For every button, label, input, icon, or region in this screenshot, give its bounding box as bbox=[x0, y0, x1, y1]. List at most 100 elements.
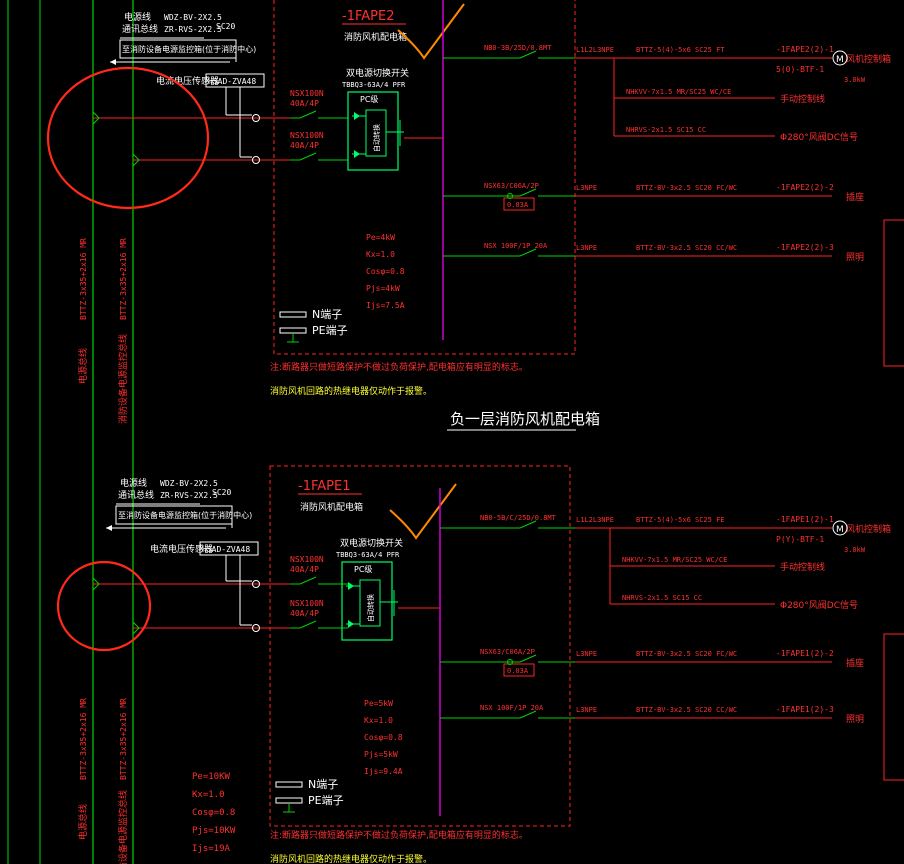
n-terminal-label: N端子 bbox=[308, 778, 338, 791]
orange-check-mark bbox=[397, 3, 465, 60]
note-red: 注:断路器只做短路保护不做过负荷保护,配电箱应有明显的标志。 bbox=[270, 361, 528, 373]
circuit-breaker-label: NSX63/C06A/2P bbox=[480, 648, 535, 656]
circuit-breaker-label: NB0-5B/C/25D/0.8MT bbox=[480, 514, 557, 522]
ats-inner-box bbox=[365, 109, 387, 157]
dual-switch-model: TBBQ3-63A/4 PFR bbox=[336, 551, 400, 559]
param-pjs: Pjs=5kW bbox=[364, 750, 398, 759]
ct-sensor-b bbox=[252, 624, 260, 632]
circuit-sub-id: P(Y)-BTF-1 bbox=[776, 535, 824, 544]
outgoing-circuit-1: NB0-3B/25D/0.8MT L1L2L3NPE BTTZ-5(4)-5x6 S… bbox=[443, 44, 891, 84]
note-red: 注:断路器只做短路保护不做过负荷保护,配电箱应有明显的标志。 bbox=[270, 829, 528, 841]
circuit-cable-label: BTTZ-5(4)-5x6 SC25 FT bbox=[636, 46, 725, 54]
circuit-breaker-blade bbox=[519, 188, 537, 197]
left-param-cos: Cosφ=0.8 bbox=[192, 808, 235, 818]
circuit-phase: L3NPE bbox=[576, 650, 597, 658]
dual-switch-label: 双电源切换开关 bbox=[340, 537, 403, 549]
left-param-pe: Pe=10KW bbox=[192, 772, 231, 782]
trunk-vertical-left: 电源总线 bbox=[77, 804, 89, 840]
circuit-power: 3.0kW bbox=[844, 76, 866, 84]
section-title: 负一层消防风机配电箱 bbox=[450, 410, 600, 428]
dual-switch-model: TBBQ3-63A/4 PFR bbox=[342, 81, 406, 89]
circuit-id: -1FAPE2(2)-2 bbox=[776, 183, 834, 192]
comm-cable-label: ZR-RVS-2X2.5 bbox=[160, 491, 218, 500]
control-dest-label: 手动控制线 bbox=[780, 93, 825, 105]
trunk-cable-right: BTTZ-3x35+2x16 MR bbox=[119, 698, 128, 780]
panel-dashed-enclosure bbox=[269, 465, 571, 827]
circuit-breaker-label: NB0-3B/25D/0.8MT bbox=[484, 44, 552, 52]
circuit-id: -1FAPE1(2)-2 bbox=[776, 649, 834, 658]
trunk-cable-right: BTTZ-3x35+2x16 MR bbox=[119, 238, 128, 320]
control-cable-label: NHRVS-2x1.5 SC15 CC bbox=[626, 126, 706, 134]
circuit-id: -1FAPE2(2)-1 bbox=[776, 45, 834, 54]
ct-sensor-b bbox=[252, 156, 260, 164]
tap-symbol-a bbox=[92, 577, 100, 591]
circuit-cable-label: BTTZ-5(4)-5x6 SC25 FE bbox=[636, 516, 725, 524]
control-cable-label: NHRVS-2x1.5 SC15 CC bbox=[622, 594, 702, 602]
breaker-a-label: NSX100N bbox=[290, 555, 324, 564]
sc-label: SC20 bbox=[216, 22, 235, 31]
trunk-vertical-right: 消防设备电源监控总线 bbox=[117, 334, 129, 424]
circuit-phase: L1L2L3NPE bbox=[576, 46, 614, 54]
ct-sensor-a bbox=[252, 580, 260, 588]
right-bracket-lower bbox=[883, 633, 904, 781]
param-ijs: Ijs=9.4A bbox=[364, 767, 403, 776]
left-param-ijs: Ijs=19A bbox=[192, 844, 231, 854]
n-terminal-label: N端子 bbox=[312, 308, 342, 321]
tap-symbol-b bbox=[132, 621, 140, 635]
breaker-a-rating: 40A/4P bbox=[290, 565, 319, 574]
circuit-id: -1FAPE1(2)-1 bbox=[776, 515, 834, 524]
circuit-load: 插座 bbox=[846, 191, 864, 203]
rcd-label: 0.03A bbox=[507, 667, 529, 675]
breaker-a-label: NSX100N bbox=[290, 89, 324, 98]
circuit-load: 插座 bbox=[846, 657, 864, 669]
circuit-breaker-blade bbox=[519, 710, 537, 719]
breaker-b-blade bbox=[299, 152, 317, 161]
control-dest-label: Φ280°风阀DC信号 bbox=[780, 599, 858, 611]
panels-layer: -1FAPE2消防风机配电箱电源线通讯总线WDZ-BV-2X2.5ZR-RVS-… bbox=[46, 0, 891, 864]
ats-inner-box bbox=[359, 579, 381, 627]
trunk-cable-left: BTTZ-3x35+2x16 MR bbox=[79, 238, 88, 320]
power-cable-label: WDZ-BV-2X2.5 bbox=[164, 13, 222, 22]
circuit-breaker-blade bbox=[519, 654, 537, 663]
dual-switch-label: 双电源切换开关 bbox=[346, 67, 409, 79]
ats-box bbox=[341, 561, 393, 641]
sensor-model: HSAD-ZVA48 bbox=[208, 77, 256, 86]
panel-tag: -1FAPE2 bbox=[342, 9, 394, 24]
power-line-label: 电源线 bbox=[124, 11, 151, 23]
n-terminal-strip bbox=[279, 311, 307, 318]
circuit-breaker-blade bbox=[519, 248, 537, 257]
orange-check-mark bbox=[389, 483, 457, 540]
global-layer: 负一层消防风机配电箱 Pe=10KW Kx=1.0 Cosφ=0.8 Pjs=1… bbox=[7, 0, 904, 864]
motor-symbol-letter: M bbox=[836, 55, 844, 65]
circuit-breaker-label: NSX 100F/1P 20A bbox=[484, 242, 548, 250]
sensor-model-box bbox=[205, 73, 265, 88]
circuit-load: 照明 bbox=[846, 714, 864, 725]
comm-bus-label: 通讯总线 bbox=[122, 23, 158, 35]
power-line-label: 电源线 bbox=[120, 477, 147, 489]
param-ijs: Ijs=7.5A bbox=[366, 301, 405, 310]
breaker-b-label: NSX100N bbox=[290, 131, 324, 140]
param-pe: Pe=5kW bbox=[364, 699, 393, 708]
monitor-note: 至消防设备电源监控箱(位于消防中心) bbox=[122, 44, 256, 54]
trunk-cable-left: BTTZ-3x35+2x16 MR bbox=[79, 698, 88, 780]
breaker-a-rating: 40A/4P bbox=[290, 99, 319, 108]
highlight-circle bbox=[46, 66, 210, 210]
sensor-model-box bbox=[199, 541, 259, 556]
pe-terminal-strip bbox=[275, 797, 303, 804]
right-bracket-upper bbox=[883, 219, 904, 367]
breaker-a-blade bbox=[299, 110, 317, 119]
motor-symbol-letter: M bbox=[836, 525, 844, 535]
monitor-note: 至消防设备电源监控箱(位于消防中心) bbox=[118, 510, 252, 520]
circuit-cable-label: BTTZ-BV-3x2.5 SC20 FC/WC bbox=[636, 184, 737, 192]
control-dest-label: Φ280°风阀DC信号 bbox=[780, 131, 858, 143]
left-param-pjs: Pjs=10KW bbox=[192, 826, 236, 836]
param-cos: Cosφ=0.8 bbox=[366, 267, 405, 276]
ats-box bbox=[347, 91, 399, 171]
circuit-load: 照明 bbox=[846, 252, 864, 263]
comm-bus-label: 通讯总线 bbox=[118, 489, 154, 501]
breaker-b-blade bbox=[299, 620, 317, 629]
